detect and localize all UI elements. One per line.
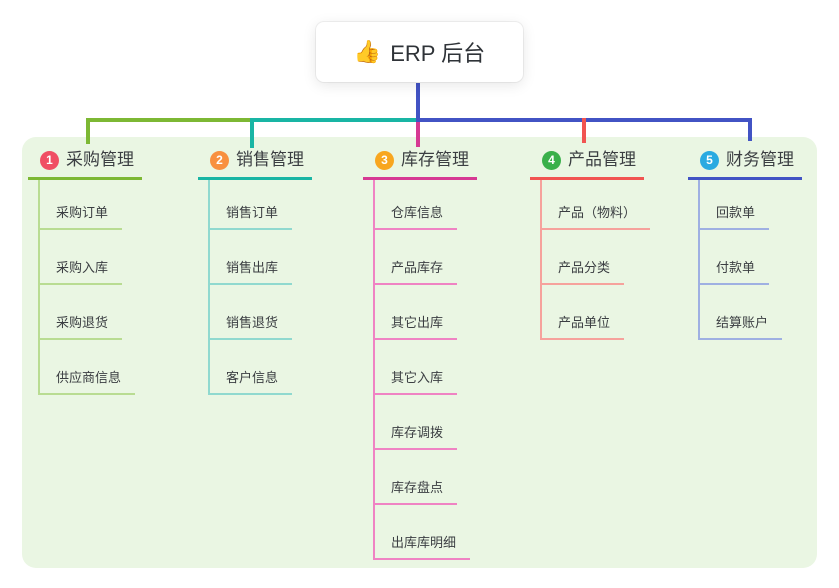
connector-branch-1-drop — [86, 118, 90, 144]
connector-branch-2-drop — [250, 118, 254, 148]
child-node[interactable]: 出库库明细 — [373, 534, 471, 560]
child-node[interactable]: 产品库存 — [373, 259, 458, 285]
root-node-erp[interactable]: 👍 ERP 后台 — [316, 22, 523, 82]
branch-number-badge: 1 — [40, 150, 59, 170]
child-node[interactable]: 销售退货 — [208, 314, 293, 340]
child-node[interactable]: 回款单 — [698, 204, 770, 230]
branch-number-badge: 5 — [700, 150, 719, 170]
branch-label: 采购管理 — [66, 150, 134, 169]
connector-root-vertical — [416, 82, 420, 122]
child-node[interactable]: 仓库信息 — [373, 204, 458, 230]
branch-2-child-rail — [208, 180, 210, 395]
child-node[interactable]: 付款单 — [698, 259, 770, 285]
branch-label: 财务管理 — [726, 150, 794, 169]
child-node[interactable]: 结算账户 — [698, 314, 783, 340]
connector-branch-5-drop — [748, 118, 752, 141]
child-node[interactable]: 销售订单 — [208, 204, 293, 230]
branch-node-4[interactable]: 4 产品管理 — [530, 148, 644, 180]
branch-label: 销售管理 — [236, 150, 304, 169]
connector-branch-4-drop — [582, 118, 586, 143]
mindmap-panel — [22, 137, 817, 568]
child-node[interactable]: 其它入库 — [373, 369, 458, 395]
thumbs-up-icon: 👍 — [353, 39, 382, 64]
child-node[interactable]: 供应商信息 — [38, 369, 136, 395]
child-node[interactable]: 销售出库 — [208, 259, 293, 285]
branch-node-5[interactable]: 5 财务管理 — [688, 148, 802, 180]
child-node[interactable]: 产品单位 — [540, 314, 625, 340]
branch-number-badge: 2 — [210, 150, 229, 170]
child-node[interactable]: 采购退货 — [38, 314, 123, 340]
connector-branch-2-horizontal — [250, 118, 420, 122]
branch-1-child-rail — [38, 180, 40, 395]
branch-node-3[interactable]: 3 库存管理 — [363, 148, 477, 180]
child-node[interactable]: 产品（物料） — [540, 204, 651, 230]
branch-label: 产品管理 — [568, 150, 636, 169]
branch-number-badge: 3 — [375, 150, 394, 170]
branch-label: 库存管理 — [401, 150, 469, 169]
child-node[interactable]: 采购入库 — [38, 259, 123, 285]
branch-3-child-rail — [373, 180, 375, 560]
child-node[interactable]: 库存盘点 — [373, 479, 458, 505]
branch-4-child-rail — [540, 180, 542, 340]
branch-5-child-rail — [698, 180, 700, 340]
child-node[interactable]: 库存调拨 — [373, 424, 458, 450]
branch-node-1[interactable]: 1 采购管理 — [28, 148, 142, 180]
child-node[interactable]: 采购订单 — [38, 204, 123, 230]
child-node[interactable]: 产品分类 — [540, 259, 625, 285]
child-node[interactable]: 其它出库 — [373, 314, 458, 340]
root-node-label: ERP 后台 — [390, 41, 486, 66]
child-node[interactable]: 客户信息 — [208, 369, 293, 395]
connector-branch-3-drop — [416, 118, 420, 147]
branch-node-2[interactable]: 2 销售管理 — [198, 148, 312, 180]
branch-number-badge: 4 — [542, 150, 561, 170]
